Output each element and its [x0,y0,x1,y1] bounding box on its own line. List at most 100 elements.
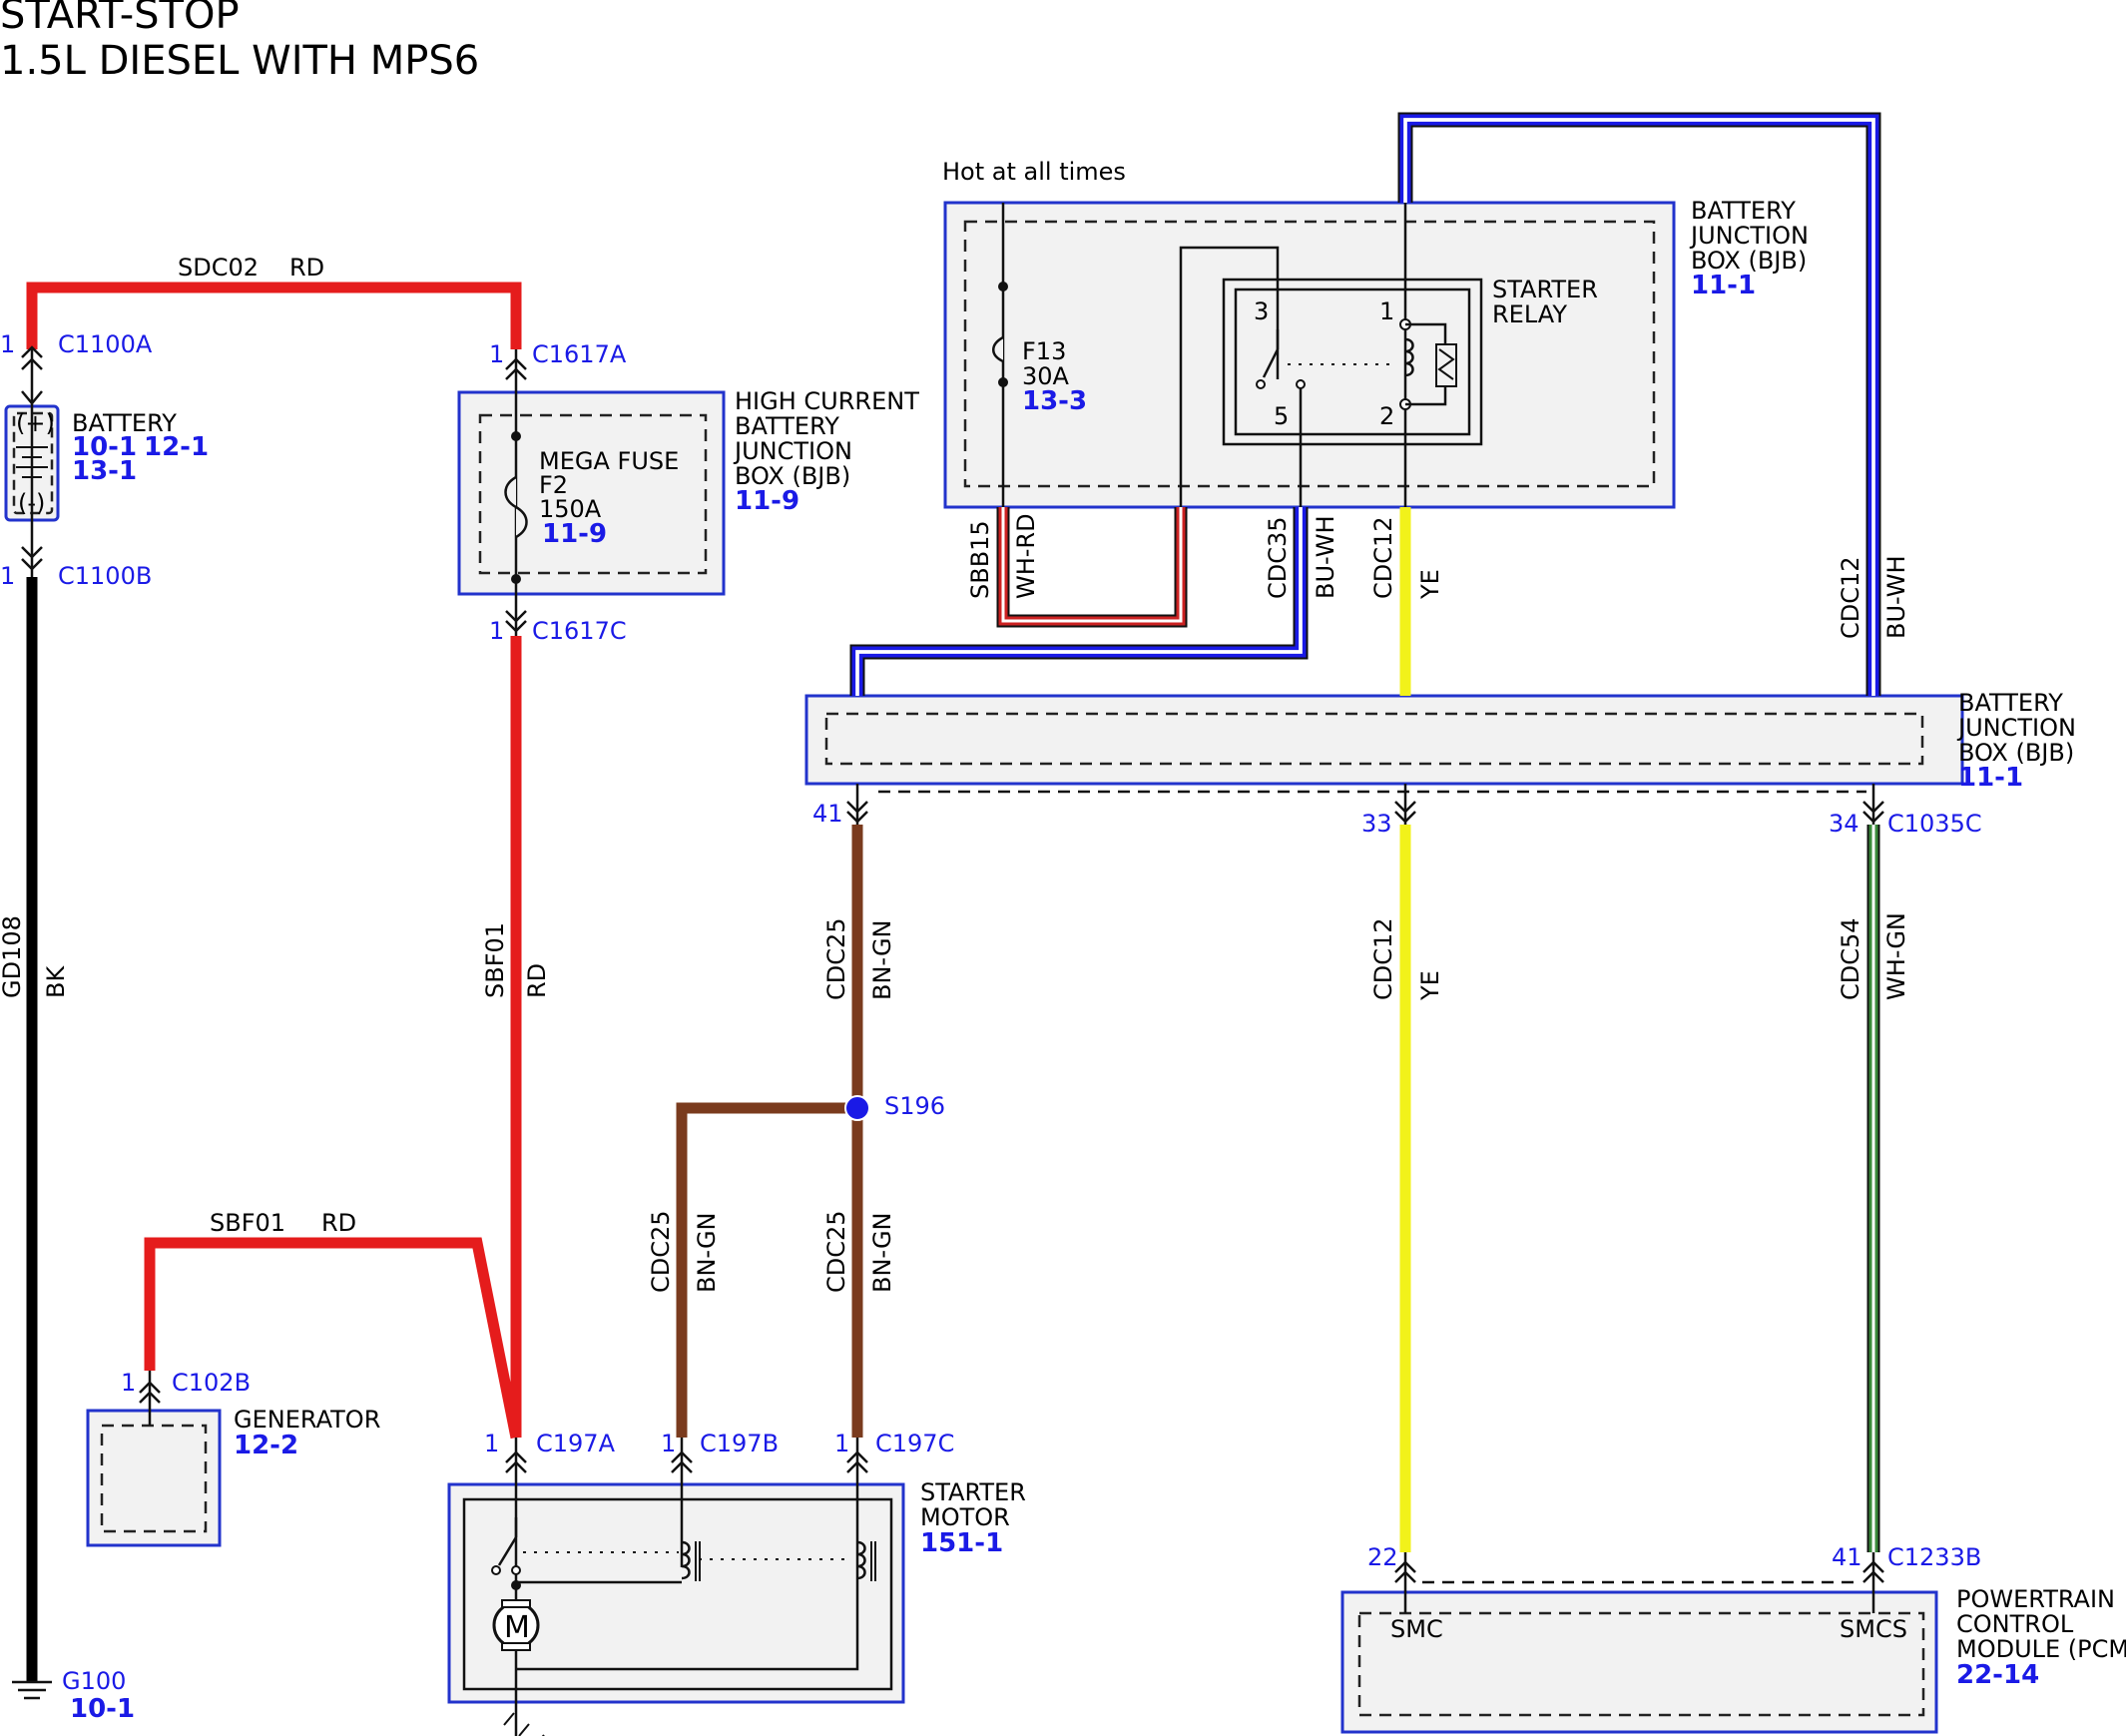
c197c-pin: 1 [834,1430,849,1457]
ground-name: G100 [62,1667,126,1695]
c102b-name: C102B [172,1369,251,1397]
wire-sbf01-horizontal [144,1237,522,1440]
battery-name: BATTERY [72,409,177,437]
relay-contacts [1256,318,1457,410]
hcbjb-label-2: BATTERY [735,412,839,440]
ground-ref[interactable]: 10-1 [70,1694,135,1724]
wire-cdc35-color: BU-WH [1312,516,1339,600]
wire-cdc12-right-color: BU-WH [1882,556,1910,640]
wire-sbb15-circuit: SBB15 [966,520,994,599]
pcm-pin-smcs: SMCS [1840,1615,1907,1643]
pcm-label-2: CONTROL [1956,1610,2074,1638]
wire-sbf01-h-color: RD [321,1209,356,1237]
battery-ref-1[interactable]: 10-1 [72,432,137,462]
wire-cdc25-top-color: BN-GN [868,919,896,1000]
mega-fuse-rating: 150A [539,495,602,523]
hcbjb-label-4: BOX (BJB) [735,462,850,490]
wire-cdc25-bottom-color: BN-GN [868,1212,896,1293]
wire-sdc02 [26,282,522,349]
bjb-top-ref[interactable]: 11-1 [1691,271,1756,300]
starter-motor-internals: M [491,1517,876,1736]
pcm-ref[interactable]: 22-14 [1956,1660,2039,1690]
generator-ref[interactable]: 12-2 [234,1431,298,1460]
c1035c-pin-33: 33 [1361,810,1392,838]
c197b-pin: 1 [661,1430,676,1457]
wire-cdc25-left-color: BN-GN [693,1212,721,1293]
splice-s196 [844,1095,870,1121]
wire-cdc25-top-circuit: CDC25 [822,917,850,1000]
wire-gd108-color: BK [42,965,70,998]
c1035c-name: C1035C [1887,810,1982,838]
connector-chevrons [21,345,1884,1583]
starter-motor [447,1482,905,1704]
c1035c-pin-34: 34 [1829,810,1860,838]
wire-cdc12-bottom-circuit: CDC12 [1369,917,1397,1000]
c1233b-pin-22: 22 [1367,1543,1398,1571]
c197b-name: C197B [700,1430,779,1457]
fuse-f13-symbol [992,282,1008,387]
wire-cdc12-top-color: YE [1416,569,1444,600]
mega-fuse-ref[interactable]: 11-9 [542,519,607,549]
bjb-mid-ref[interactable]: 11-1 [1958,763,2023,793]
c1100b-name: C1100B [58,562,152,590]
mega-fuse-symbol [504,431,528,584]
wire-sbb15-color: WH-RD [1012,513,1040,599]
wire-cdc35-core [855,507,1303,696]
wire-cdc12-right-core [1403,118,1875,696]
starter-relay-label-2: RELAY [1492,300,1567,328]
bjb-mid-label-1: BATTERY [1958,689,2063,717]
generator [86,1409,222,1547]
wire-sbf01-v-circuit: SBF01 [481,922,509,998]
relay-pin-2: 2 [1379,402,1394,430]
c1100b-pin: 1 [0,562,15,590]
bjb-mid-label-3: BOX (BJB) [1958,739,2074,767]
wire-cdc35-circuit: CDC35 [1264,516,1292,599]
wire-sdc02-color: RD [289,254,324,282]
high-current-bjb [457,390,726,596]
starter-motor-label-2: MOTOR [920,1503,1010,1531]
relay-pin-1: 1 [1379,297,1394,325]
wire-cdc25-bottom-circuit: CDC25 [822,1210,850,1293]
relay-pin-5: 5 [1274,402,1289,430]
wire-cdc25-left [676,1102,857,1438]
fuse-f13-id: F13 [1022,337,1066,365]
hcbjb-ref[interactable]: 11-9 [735,486,799,516]
fuse-f13-ref[interactable]: 13-3 [1022,386,1087,416]
s196-name: S196 [884,1092,945,1120]
c197a-pin: 1 [484,1430,499,1457]
bjb-top-label-1: BATTERY [1691,197,1796,225]
c1617c-pin: 1 [489,617,504,645]
bjb-top [943,201,1676,509]
battery-plus-label: (+) [16,409,55,437]
hcbjb-label-1: HIGH CURRENT [735,387,919,415]
wire-sbf01-v-color: RD [523,963,551,998]
c1233b-name: C1233B [1887,1543,1981,1571]
wire-cdc12-bottom-color: YE [1416,970,1444,1001]
wire-cdc35-outline [849,507,1309,696]
c197c-name: C197C [875,1430,954,1457]
hcbjb-label-3: JUNCTION [733,437,852,465]
title-line-1: START-STOP [0,0,240,38]
bjb-mid-label-2: JUNCTION [1956,714,2076,742]
c1617c-name: C1617C [532,617,627,645]
wire-cdc12-right-circuit: CDC12 [1837,556,1864,639]
bjb-top-label-2: JUNCTION [1689,222,1809,250]
svg-text:M: M [504,1610,530,1645]
title-line-2: 1.5L DIESEL WITH MPS6 [0,38,479,84]
pcm [1340,1590,1938,1734]
c1100a-pin: 1 [0,330,15,358]
starter-relay-label-1: STARTER [1492,276,1598,303]
starter-motor-ref[interactable]: 151-1 [920,1528,1003,1558]
wire-cdc12-top-circuit: CDC12 [1369,516,1397,599]
battery-ref-3[interactable]: 13-1 [72,456,137,486]
relay-pin-3: 3 [1254,297,1269,325]
c1035c-pin-41: 41 [812,800,843,828]
battery-ref-2[interactable]: 12-1 [144,432,209,462]
fuse-f13-rating: 30A [1022,362,1070,390]
generator-name: GENERATOR [234,1406,380,1434]
mega-fuse-label: MEGA FUSE [539,447,679,475]
wire-cdc35 [851,507,1307,696]
wire-gd108-circuit: GD108 [0,915,26,998]
c1617a-name: C1617A [532,340,627,368]
